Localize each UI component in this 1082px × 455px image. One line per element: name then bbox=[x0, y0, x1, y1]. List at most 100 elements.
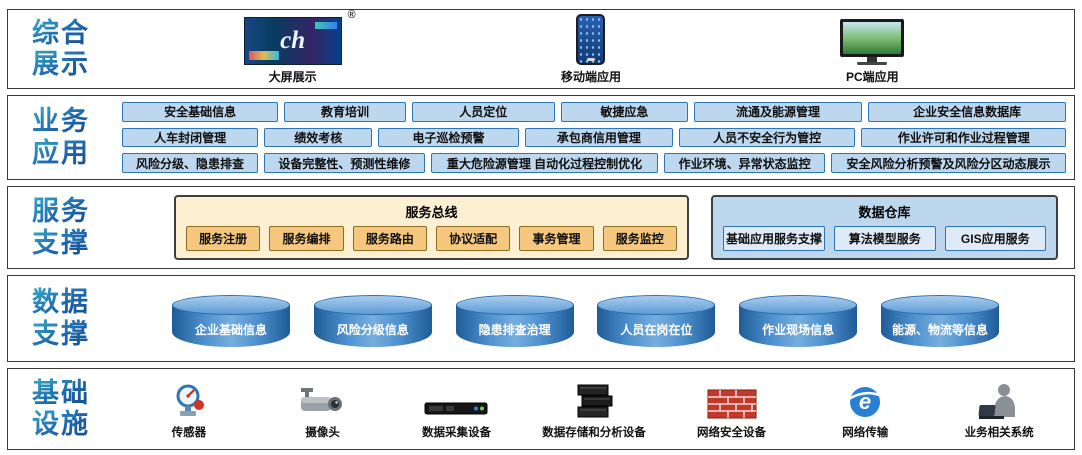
layer-label-infrastructure: 基础 设施 bbox=[8, 369, 114, 449]
data-warehouse-group: 数据仓库 基础应用服务支撑 算法模型服务 GIS应用服务 bbox=[710, 195, 1058, 260]
business-system-icon bbox=[977, 380, 1021, 422]
business-app-box: 人员定位 bbox=[411, 102, 555, 122]
infra-item-storage: 数据存储和分析设备 bbox=[542, 380, 646, 440]
layer-band-service: 服务 支撑 服务总线 服务注册 服务编排 服务路由 协议适配 事务管理 服务监控… bbox=[7, 186, 1075, 269]
business-app-box: 人员不安全行为管控 bbox=[678, 127, 856, 148]
infra-item-label: 传感器 bbox=[171, 427, 207, 439]
business-app-box: 安全基础信息 bbox=[122, 102, 279, 122]
cylinder-label: 风险分级信息 bbox=[336, 323, 409, 337]
layer-label-line: 综合 bbox=[32, 17, 90, 48]
business-app-box: 电子巡检预警 bbox=[378, 127, 519, 148]
business-app-box: 敏捷应急 bbox=[561, 102, 688, 122]
service-bus-item: 服务监控 bbox=[602, 226, 677, 251]
infra-item-sensor: 传感器 bbox=[141, 380, 237, 440]
database-cylinder: 风险分级信息 bbox=[313, 294, 432, 347]
display-item-label: 移动端应用 bbox=[560, 70, 621, 84]
database-cylinder: 人员在岗在位 bbox=[597, 294, 716, 347]
business-row: 人车封闭管理 绩效考核 电子巡检预警 承包商信用管理 人员不安全行为管控 作业许… bbox=[122, 127, 1067, 148]
infra-item-label: 数据存储和分析设备 bbox=[542, 427, 646, 439]
cylinder-label: 能源、物流等信息 bbox=[891, 323, 988, 337]
dashboard-screen-text: ch bbox=[280, 27, 306, 54]
layer-label-line: 支撑 bbox=[32, 227, 90, 258]
layer-label-line: 业务 bbox=[32, 106, 90, 137]
infra-item-business-system: 业务相关系统 bbox=[951, 380, 1047, 440]
database-cylinder: 作业现场信息 bbox=[739, 294, 858, 347]
layer-band-business: 业务 应用 安全基础信息 教育培训 人员定位 敏捷应急 流通及能源管理 企业安全… bbox=[7, 95, 1075, 180]
data-warehouse-item: 基础应用服务支撑 bbox=[722, 226, 825, 251]
infra-item-data-collector: 数据采集设备 bbox=[408, 380, 504, 440]
service-bus-group: 服务总线 服务注册 服务编排 服务路由 协议适配 事务管理 服务监控 bbox=[174, 195, 689, 260]
infra-item-label: 摄像头 bbox=[305, 427, 340, 439]
layer-label-line: 服务 bbox=[32, 196, 90, 227]
layer-band-display: 综合 展示 ® ch 大屏展示 移动端应用 bbox=[7, 9, 1075, 89]
business-app-box: 绩效考核 bbox=[264, 127, 373, 148]
service-bus-item: 服务注册 bbox=[186, 226, 261, 251]
data-content: 企业基础信息 风险分级信息 隐患排查治理 人员在岗在位 作业现场信息 能源、物流… bbox=[114, 276, 1074, 361]
layer-label-line: 展示 bbox=[32, 49, 90, 79]
storage-icon bbox=[568, 380, 620, 422]
cylinder-label: 作业现场信息 bbox=[762, 323, 835, 337]
infra-item-firewall: 网络安全设备 bbox=[684, 380, 780, 440]
business-row: 安全基础信息 教育培训 人员定位 敏捷应急 流通及能源管理 企业安全信息数据库 bbox=[122, 102, 1066, 122]
infra-item-label: 数据采集设备 bbox=[421, 427, 491, 439]
pc-monitor-icon bbox=[840, 19, 905, 65]
display-content: ® ch 大屏展示 移动端应用 PC端应用 bbox=[114, 9, 1074, 88]
smartphone-icon bbox=[576, 14, 606, 65]
display-item-bigscreen: ® ch 大屏展示 bbox=[243, 9, 356, 85]
business-app-box: 人车封闭管理 bbox=[122, 127, 259, 148]
cylinder-label: 隐患排查治理 bbox=[478, 323, 551, 337]
layer-label-line: 支撑 bbox=[32, 318, 90, 349]
layer-label-line: 基础 bbox=[32, 377, 90, 408]
layer-label-data: 数据 支撑 bbox=[8, 276, 114, 361]
infra-item-label: 网络安全设备 bbox=[697, 427, 767, 439]
layer-label-service: 服务 支撑 bbox=[8, 187, 114, 268]
network-icon: e bbox=[845, 380, 885, 422]
data-collector-icon bbox=[424, 380, 488, 422]
business-app-box: 重大危险源管理 自动化过程控制优化 bbox=[430, 153, 659, 174]
layer-label-display: 综合 展示 bbox=[8, 10, 114, 88]
business-app-box: 流通及能源管理 bbox=[693, 102, 863, 122]
service-bus-item: 服务路由 bbox=[352, 226, 427, 251]
layer-label-line: 数据 bbox=[32, 287, 90, 318]
camera-icon bbox=[299, 380, 347, 422]
cylinder-label: 人员在岗在位 bbox=[620, 323, 693, 337]
business-app-box: 作业环境、异常状态监控 bbox=[664, 153, 826, 174]
layer-band-data: 数据 支撑 企业基础信息 风险分级信息 隐患排查治理 人员在岗在位 作业现场信息… bbox=[7, 275, 1075, 362]
service-bus-item: 服务编排 bbox=[269, 226, 344, 251]
display-item-pc: PC端应用 bbox=[840, 15, 905, 85]
layer-label-business: 业务 应用 bbox=[8, 96, 114, 179]
layer-label-line: 设施 bbox=[32, 409, 90, 439]
business-app-box: 安全风险分析预警及风险分区动态展示 bbox=[831, 153, 1066, 174]
sensor-icon bbox=[169, 380, 209, 422]
data-warehouse-item: GIS应用服务 bbox=[944, 226, 1046, 251]
registered-trademark: ® bbox=[347, 9, 356, 21]
display-item-mobile: 移动端应用 bbox=[560, 14, 621, 85]
service-bus-title: 服务总线 bbox=[405, 205, 458, 220]
data-warehouse-items: 基础应用服务支撑 算法模型服务 GIS应用服务 bbox=[722, 226, 1046, 251]
service-bus-item: 事务管理 bbox=[519, 226, 594, 251]
display-item-label: PC端应用 bbox=[845, 70, 899, 84]
layer-label-line: 应用 bbox=[32, 137, 90, 168]
dashboard-screen-icon: ch bbox=[243, 17, 342, 65]
display-item-label: 大屏展示 bbox=[268, 70, 317, 84]
business-content: 安全基础信息 教育培训 人员定位 敏捷应急 流通及能源管理 企业安全信息数据库 … bbox=[114, 96, 1074, 179]
service-bus-items: 服务注册 服务编排 服务路由 协议适配 事务管理 服务监控 bbox=[186, 226, 677, 251]
firewall-icon bbox=[706, 380, 758, 422]
database-cylinder: 隐患排查治理 bbox=[455, 294, 574, 347]
data-warehouse-item: 算法模型服务 bbox=[834, 226, 936, 251]
business-app-box: 教育培训 bbox=[284, 102, 406, 122]
infra-item-camera: 摄像头 bbox=[275, 380, 371, 440]
infra-item-label: 业务相关系统 bbox=[964, 427, 1034, 439]
network-glyph: e bbox=[859, 389, 871, 414]
service-content: 服务总线 服务注册 服务编排 服务路由 协议适配 事务管理 服务监控 数据仓库 … bbox=[114, 187, 1074, 268]
layer-band-infrastructure: 基础 设施 传感器 bbox=[7, 368, 1075, 450]
business-row: 风险分级、隐患排查 设备完整性、预测性维修 重大危险源管理 自动化过程控制优化 … bbox=[122, 153, 1066, 174]
business-app-box: 企业安全信息数据库 bbox=[868, 102, 1066, 122]
database-cylinder: 能源、物流等信息 bbox=[880, 294, 999, 347]
infra-item-network: e 网络传输 bbox=[817, 380, 913, 440]
business-app-box: 风险分级、隐患排查 bbox=[122, 153, 258, 174]
infra-item-label: 网络传输 bbox=[842, 427, 889, 439]
database-cylinder: 企业基础信息 bbox=[172, 294, 290, 347]
data-warehouse-title: 数据仓库 bbox=[858, 205, 911, 220]
cylinder-label: 企业基础信息 bbox=[194, 323, 267, 337]
